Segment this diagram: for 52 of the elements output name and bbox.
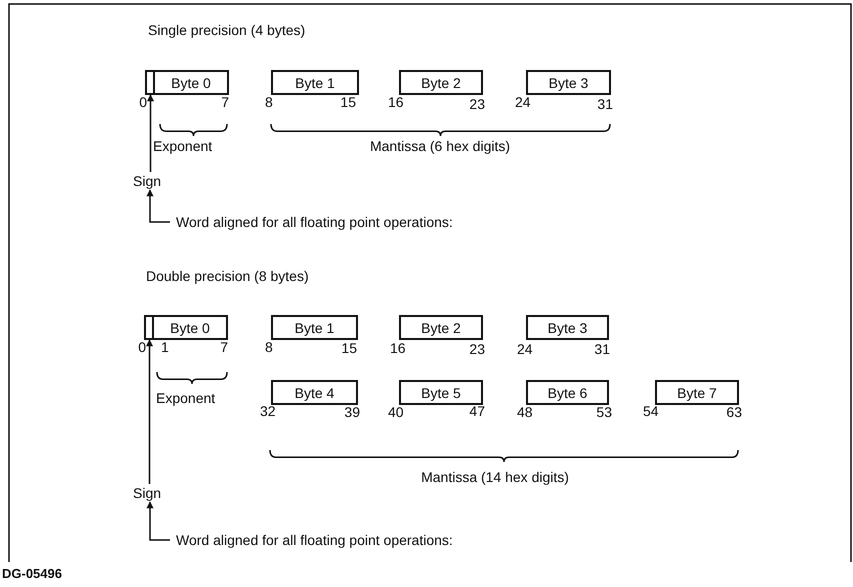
bit-number: 0 — [139, 94, 147, 110]
bit-number: 8 — [265, 94, 273, 110]
bit-number: 48 — [517, 404, 533, 420]
byte-box: Byte 5 — [399, 380, 483, 405]
bit-number: 16 — [388, 94, 404, 110]
byte-box: Byte 2 — [399, 315, 483, 340]
text-label: Single precision (4 bytes) — [148, 22, 306, 38]
bit-number: 63 — [726, 404, 742, 420]
byte-box: Byte 7 — [655, 380, 739, 405]
byte-box: Byte 4 — [271, 380, 358, 405]
byte-box: Byte 0 — [153, 70, 229, 95]
text-label: Exponent — [156, 390, 216, 406]
bit-number: 24 — [515, 94, 531, 110]
bit-number: 8 — [265, 339, 273, 355]
byte-box: Byte 1 — [271, 70, 359, 95]
text-label: Word aligned for all floating point operations: — [170, 531, 500, 549]
arrow — [146, 339, 153, 484]
bit-number: 23 — [469, 96, 485, 112]
bit-number: 7 — [221, 94, 229, 110]
bit-number: 40 — [388, 404, 404, 420]
byte-box: Byte 0 — [152, 315, 228, 340]
bit-number: 47 — [469, 403, 485, 419]
bit-number: 54 — [643, 403, 659, 419]
bit-number: 32 — [260, 403, 276, 419]
bit-number: 15 — [340, 94, 356, 110]
byte-box: Byte 3 — [526, 315, 609, 340]
arrow — [147, 94, 154, 172]
byte-box: Byte 1 — [271, 315, 358, 340]
byte-box: Byte 3 — [526, 70, 611, 95]
byte-box: Byte 6 — [526, 380, 609, 405]
bit-number: 1 — [161, 339, 169, 355]
text-label: DG-05496 — [2, 566, 62, 582]
text-label: Exponent — [153, 138, 212, 154]
text-label: Double precision (8 bytes) — [146, 268, 309, 284]
bit-number: 31 — [597, 96, 613, 112]
bit-number: 53 — [596, 404, 612, 420]
bit-number: 39 — [344, 404, 360, 420]
bit-number: 0 — [138, 339, 146, 355]
text-label: Word aligned for all floating point operations: — [170, 213, 500, 231]
arrow — [146, 501, 170, 541]
bit-number: 7 — [220, 339, 228, 355]
text-label: Sign — [133, 484, 167, 502]
text-label: Mantissa (6 hex digits) — [370, 138, 510, 154]
text-label: Mantissa (14 hex digits) — [421, 469, 569, 485]
bit-number: 24 — [517, 341, 533, 357]
arrow — [146, 189, 170, 223]
bit-number: 31 — [594, 341, 610, 357]
text-label: Sign — [133, 172, 167, 190]
bit-number: 15 — [341, 340, 357, 356]
bit-number: 23 — [469, 341, 485, 357]
byte-box: Byte 2 — [399, 70, 483, 95]
bit-number: 16 — [390, 340, 406, 356]
